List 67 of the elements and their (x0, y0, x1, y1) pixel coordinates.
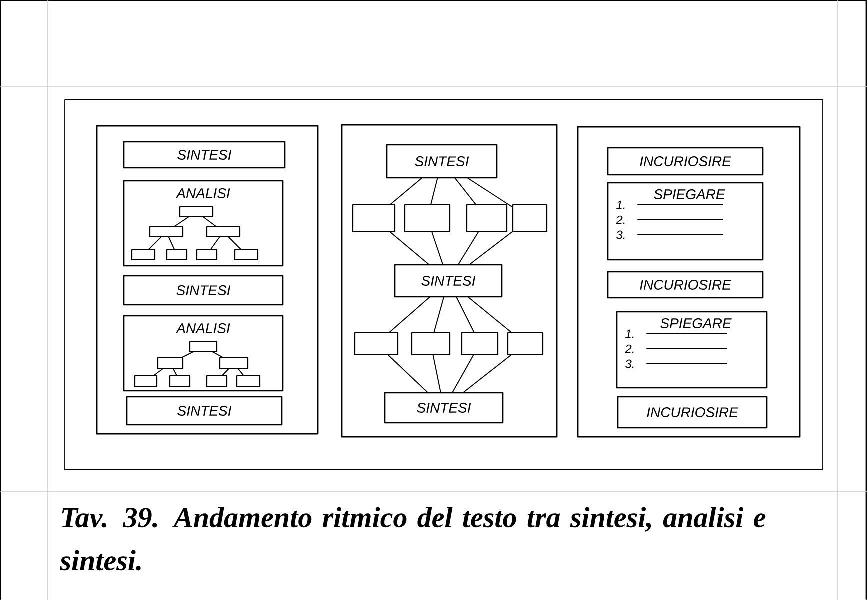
tree-box: ANALISI (123, 180, 284, 267)
empty-box (131, 249, 156, 261)
empty-box (206, 226, 241, 238)
connector-line (434, 296, 445, 334)
empty-box (507, 332, 544, 356)
caption: Tav. 39. Andamento ritmico del testo tra sintesi, analisi e sintesi. (60, 507, 766, 571)
label-box: SINTESI (384, 392, 504, 424)
connector-line (430, 178, 438, 206)
connector-line (181, 352, 194, 358)
connector-line (462, 354, 512, 394)
label-box: INCURIOSIRE (617, 396, 768, 429)
connector-line (228, 236, 242, 250)
connector-line (168, 236, 176, 250)
empty-box (169, 375, 191, 388)
panel-box (577, 126, 801, 438)
connector-line (468, 231, 514, 266)
label-box: INCURIOSIRE (607, 271, 764, 299)
empty-box (196, 249, 218, 261)
list-box: SPIEGARE 1. 2. 3. (607, 182, 764, 261)
connector-line (390, 178, 423, 206)
connector-line (388, 354, 429, 394)
list-box: SPIEGARE 1. 2. 3. (616, 311, 768, 389)
connector-line (210, 236, 220, 250)
empty-box (404, 204, 451, 233)
label-box: SINTESI (123, 141, 286, 169)
connector-line (238, 368, 245, 376)
connector-line (212, 352, 224, 358)
panel-box (341, 124, 558, 438)
empty-box (411, 332, 451, 356)
label-box: SINTESI (394, 264, 503, 298)
empty-box (219, 357, 249, 370)
tree-box: ANALISI (123, 315, 284, 392)
label-box: SINTESI (386, 144, 498, 179)
connector-line (432, 232, 444, 266)
connector-line (174, 216, 190, 228)
label-box: INCURIOSIRE (607, 147, 764, 176)
empty-box (157, 357, 184, 370)
connector-line (456, 296, 475, 334)
empty-box (512, 204, 548, 233)
connector-line (172, 368, 178, 376)
connector-line (388, 296, 431, 334)
label-box: SINTESI (126, 396, 283, 426)
connector-line (390, 232, 430, 266)
empty-box (166, 249, 188, 261)
connector-line (454, 178, 477, 206)
connector-line (452, 354, 474, 394)
empty-box (352, 204, 396, 233)
connector-line (466, 178, 514, 208)
empty-box (236, 375, 261, 388)
panel-box (96, 125, 319, 435)
empty-box (134, 375, 158, 388)
empty-box (354, 332, 399, 356)
connector-line (432, 354, 442, 394)
connector-line (202, 216, 218, 228)
empty-box (179, 206, 214, 218)
connector-line (468, 296, 513, 334)
connector-line (148, 236, 162, 250)
empty-box (234, 249, 259, 261)
connector-line (153, 368, 164, 376)
empty-box (206, 375, 228, 388)
connector-line (222, 368, 230, 376)
label-box: SINTESI (123, 275, 284, 306)
empty-box (461, 332, 499, 356)
empty-box (189, 341, 218, 353)
empty-box (466, 204, 508, 233)
empty-box (149, 226, 184, 238)
connector-line (458, 232, 480, 266)
